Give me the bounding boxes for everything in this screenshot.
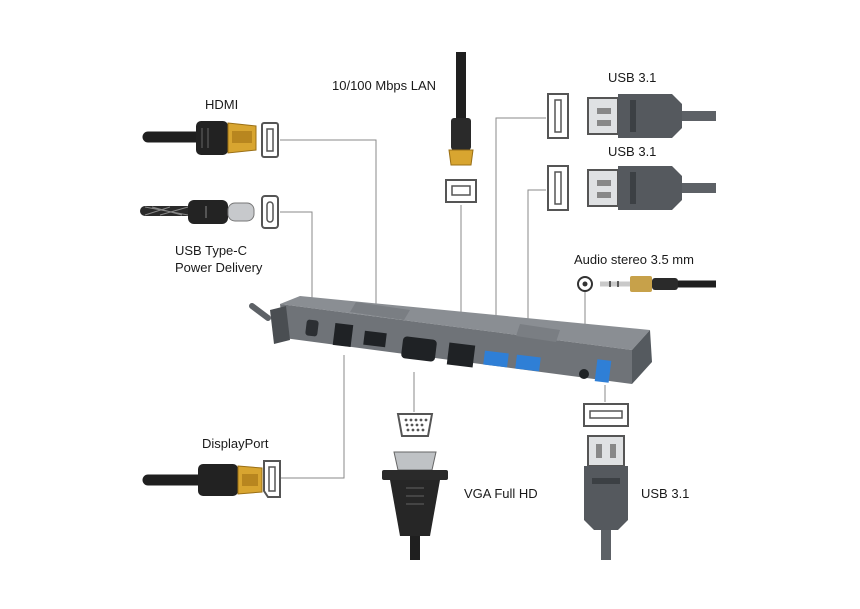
leader-usb-top2 (527, 189, 546, 356)
hdmi-port-icon (261, 122, 279, 158)
usb-bottom-cable (584, 435, 628, 560)
displayport-cable (142, 464, 263, 496)
displayport-port-icon (263, 460, 281, 498)
usb-top2-port-icon (547, 165, 569, 211)
label-lan: 10/100 Mbps LAN (332, 78, 437, 93)
label-usbc-line1: USB Type-C (175, 243, 248, 258)
hub-displayport-port (332, 322, 354, 348)
leader-displayport (280, 355, 345, 479)
leader-usb-top1 (495, 117, 546, 346)
label-vga: VGA Full HD (464, 486, 538, 501)
hub-audio-port (579, 369, 589, 379)
leader-usbc (280, 211, 313, 308)
label-hdmi: HDMI (205, 97, 239, 112)
label-usb-top2: USB 3.1 (608, 144, 657, 159)
lan-port-icon (445, 179, 477, 203)
usbc-cable (140, 200, 255, 224)
label-usb-top1: USB 3.1 (608, 70, 657, 85)
hub-hdmi-port (363, 330, 387, 348)
lan-cable (448, 52, 474, 166)
hub-vga-port (401, 336, 437, 362)
usb-top2-cable (587, 166, 716, 210)
usbc-port-icon (261, 195, 279, 229)
label-displayport: DisplayPort (202, 436, 269, 451)
docking-station-body (249, 296, 652, 384)
label-audio: Audio stereo 3.5 mm (574, 252, 694, 267)
hub-usbc-port (305, 319, 319, 337)
usb-bottom-port-icon (583, 403, 629, 427)
label-usbc-line2: Power Delivery (175, 260, 263, 275)
audio-cable (600, 276, 716, 292)
hub-lan-port (446, 342, 476, 368)
hdmi-cable (142, 121, 257, 155)
audio-port-icon (577, 276, 593, 292)
label-usb-bottom: USB 3.1 (641, 486, 690, 501)
usb-top1-port-icon (547, 93, 569, 139)
leader-hdmi (280, 139, 377, 332)
hub-usb-port-2 (515, 354, 541, 372)
hub-usb-port-3 (594, 359, 612, 383)
vga-port-icon (396, 413, 434, 437)
vga-cable (382, 451, 448, 560)
hub-usb-port-1 (483, 350, 509, 368)
label-usbc: USB Type-C Power Delivery (175, 242, 262, 276)
usb-top1-cable (587, 94, 716, 138)
